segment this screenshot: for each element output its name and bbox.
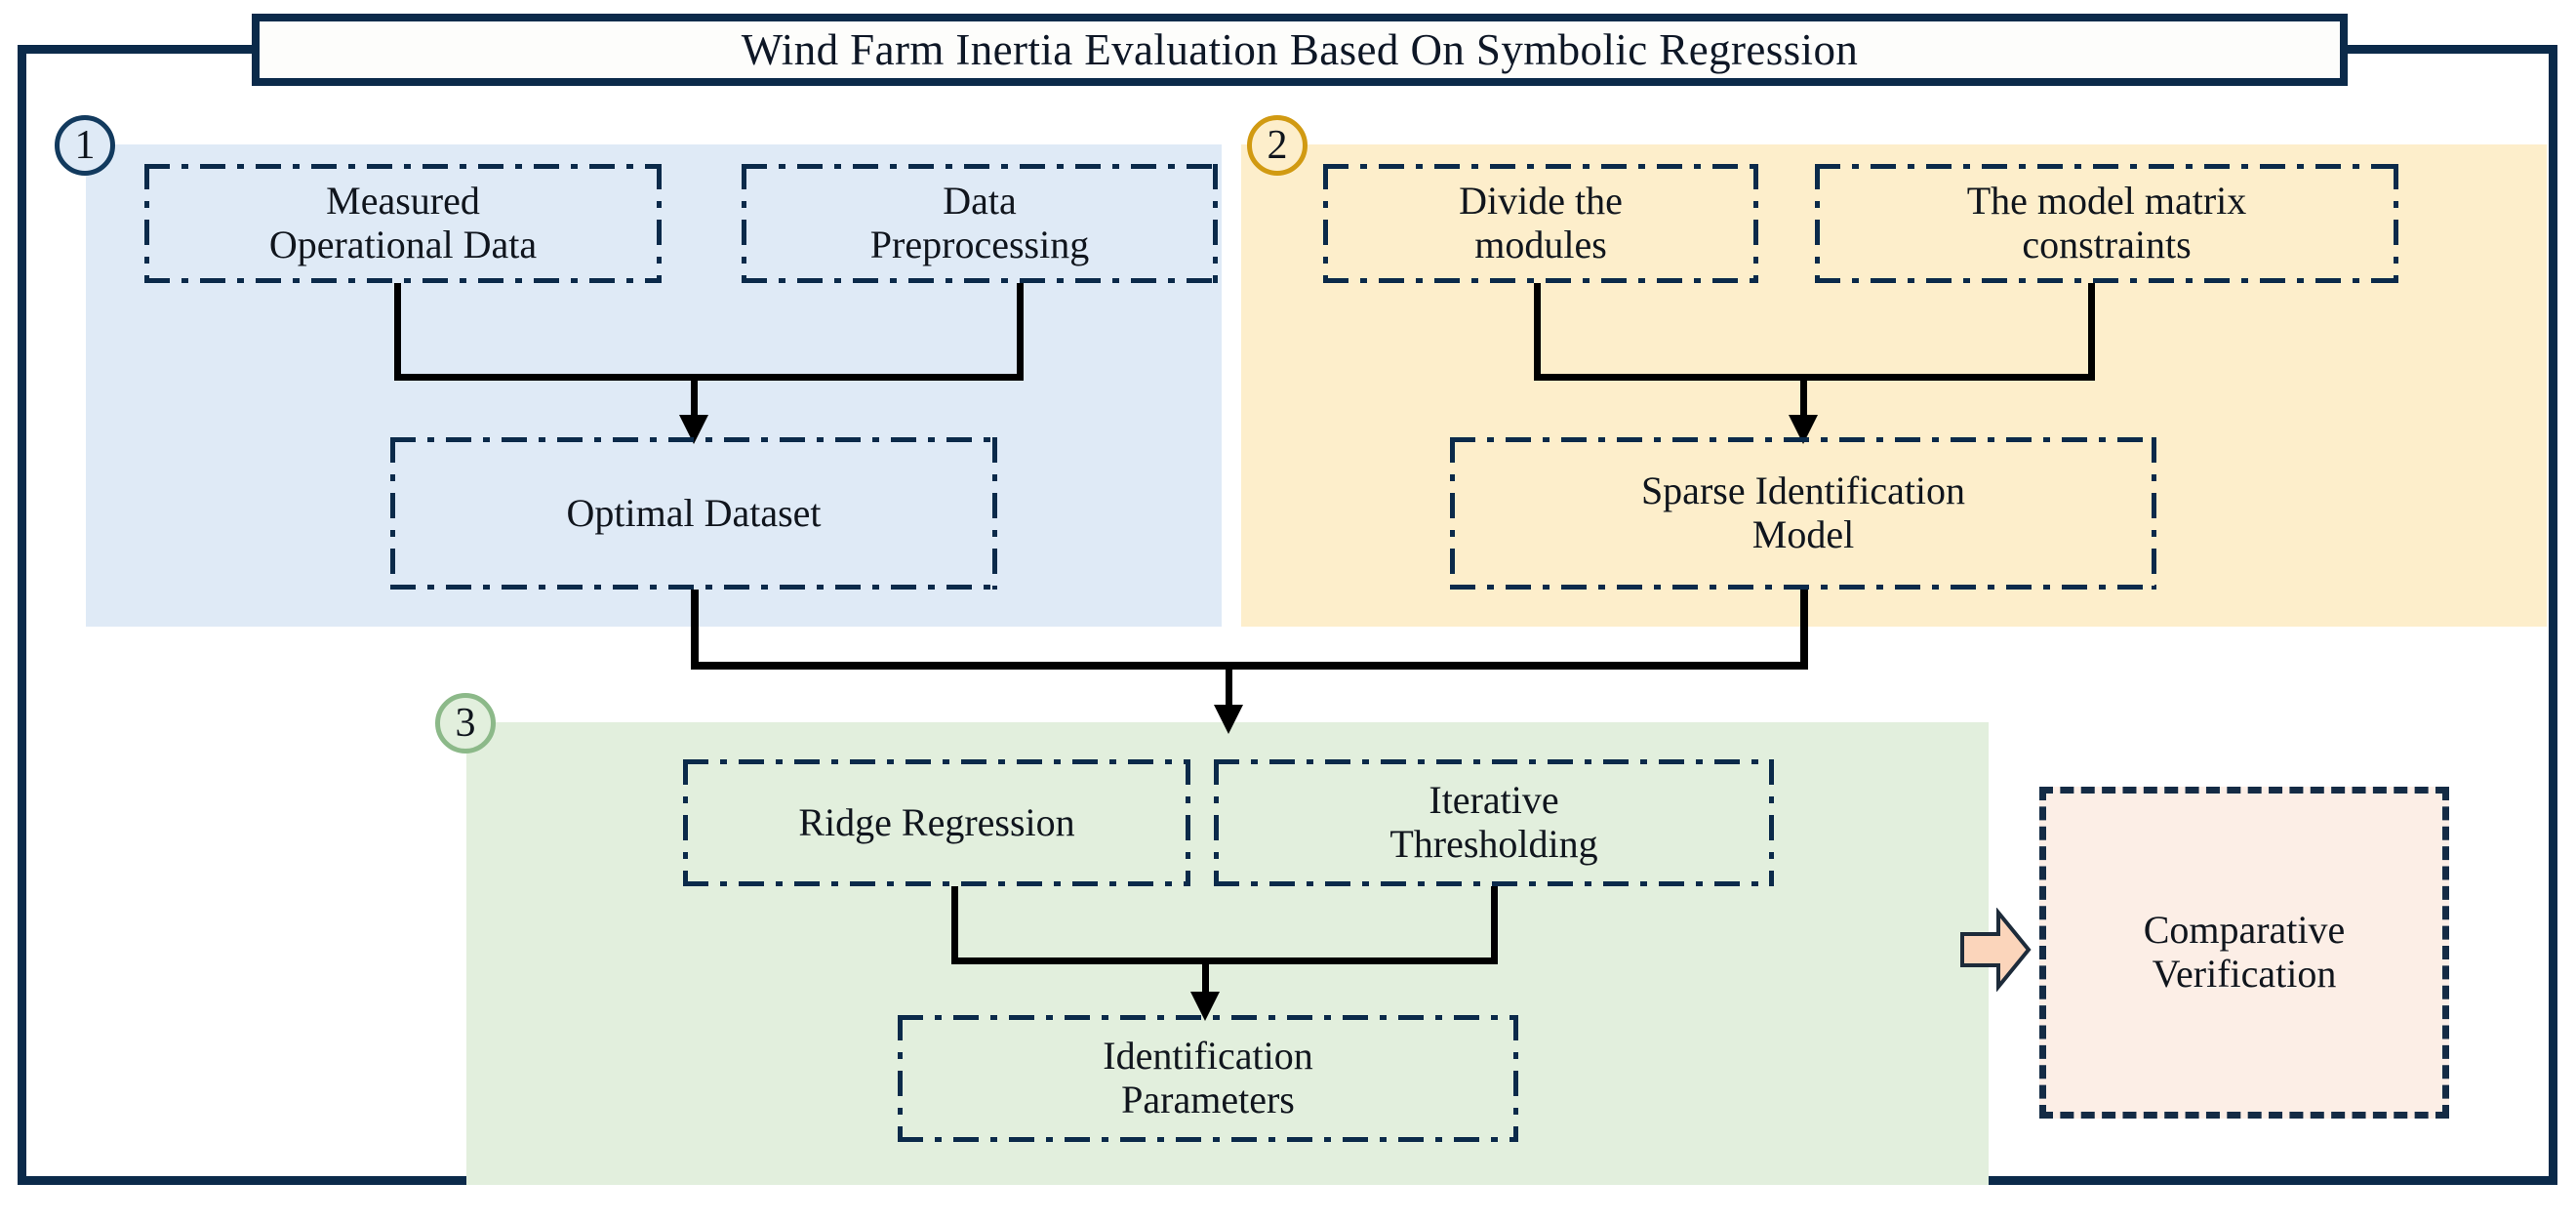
arrowhead-to-stage-3 (1214, 705, 1243, 734)
connector-merge-left-stem (691, 590, 699, 670)
connector-stage3-drop (1202, 957, 1209, 998)
connector-merge-right-stem (1800, 590, 1808, 670)
connector-stage2-left-stem (1534, 283, 1541, 381)
node-label: Ridge Regression (798, 799, 1075, 844)
node-optimal-dataset[interactable]: Optimal Dataset (390, 437, 997, 590)
frame-top-right-edge (2347, 45, 2557, 54)
connector-stage1-drop (691, 374, 698, 421)
page-title: Wind Farm Inertia Evaluation Based On Sy… (741, 25, 1859, 74)
right-block-arrow-icon (1960, 908, 2032, 992)
connector-stage3-crossbar (951, 957, 1498, 964)
connector-stage2-drop (1800, 374, 1807, 421)
frame-right-edge (2549, 45, 2557, 1185)
stage-2-badge: 2 (1247, 115, 1308, 176)
connector-merge-drop (1226, 662, 1232, 713)
stage-3-badge: 3 (435, 693, 496, 754)
connector-merge-crossbar (691, 662, 1808, 670)
connector-stage1-right-stem (1017, 283, 1024, 381)
connector-stage1-crossbar (394, 374, 1024, 381)
node-ridge-regression[interactable]: Ridge Regression (683, 759, 1190, 886)
stage-1-badge: 1 (55, 115, 115, 176)
node-label: Optimal Dataset (566, 490, 822, 535)
connector-stage2-right-stem (2088, 283, 2095, 381)
frame-left-edge (18, 45, 26, 1185)
connector-stage3-left-stem (951, 886, 958, 964)
connector-stage3-right-stem (1491, 886, 1498, 964)
connector-stage2-crossbar (1534, 374, 2095, 381)
connector-stage1-left-stem (394, 283, 401, 381)
diagram-title-box: Wind Farm Inertia Evaluation Based On Sy… (252, 14, 2348, 86)
frame-top-left-edge (18, 45, 252, 54)
